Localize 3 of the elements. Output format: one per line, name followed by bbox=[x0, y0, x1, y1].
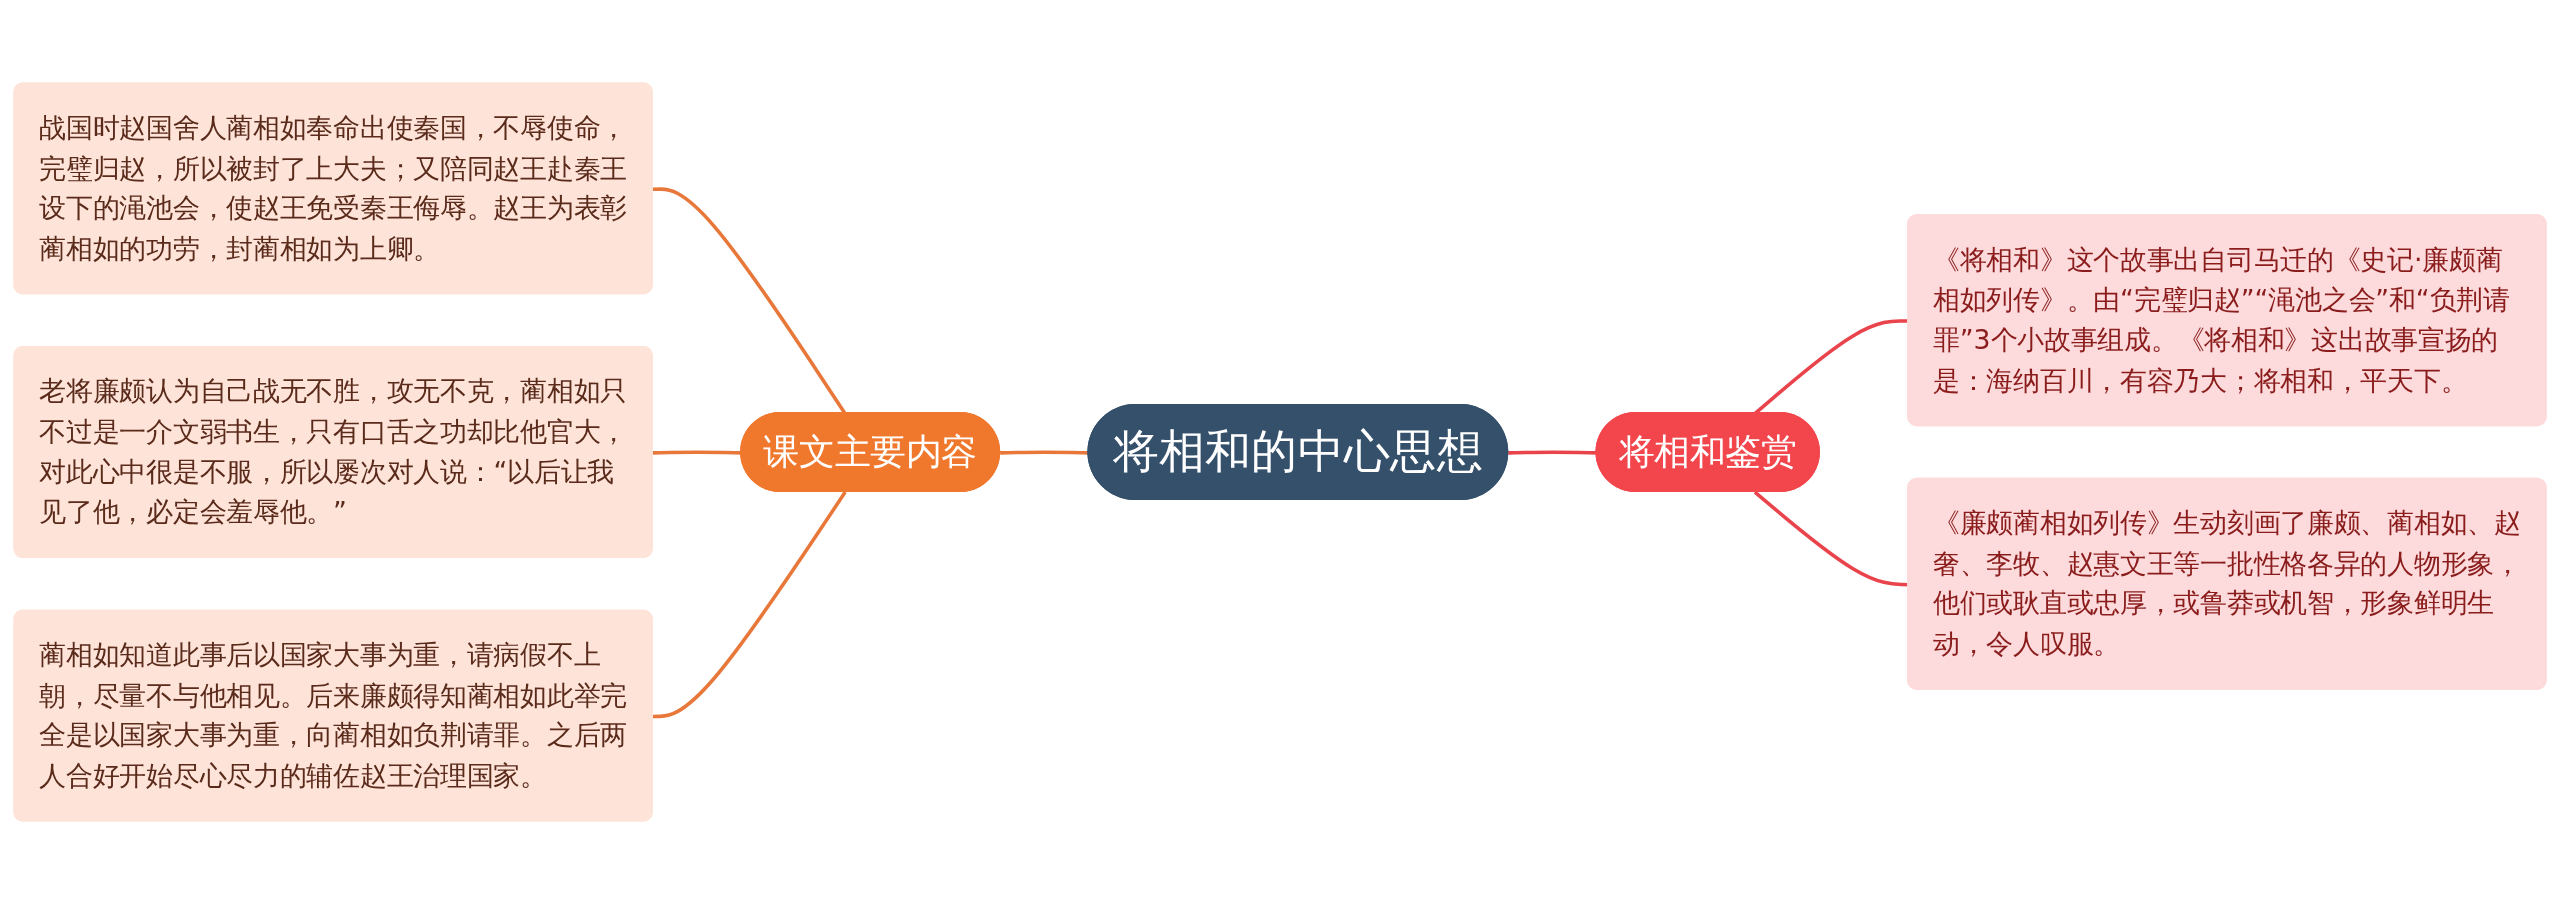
connector bbox=[1753, 490, 1909, 587]
connector bbox=[652, 450, 742, 455]
connector bbox=[652, 491, 847, 719]
